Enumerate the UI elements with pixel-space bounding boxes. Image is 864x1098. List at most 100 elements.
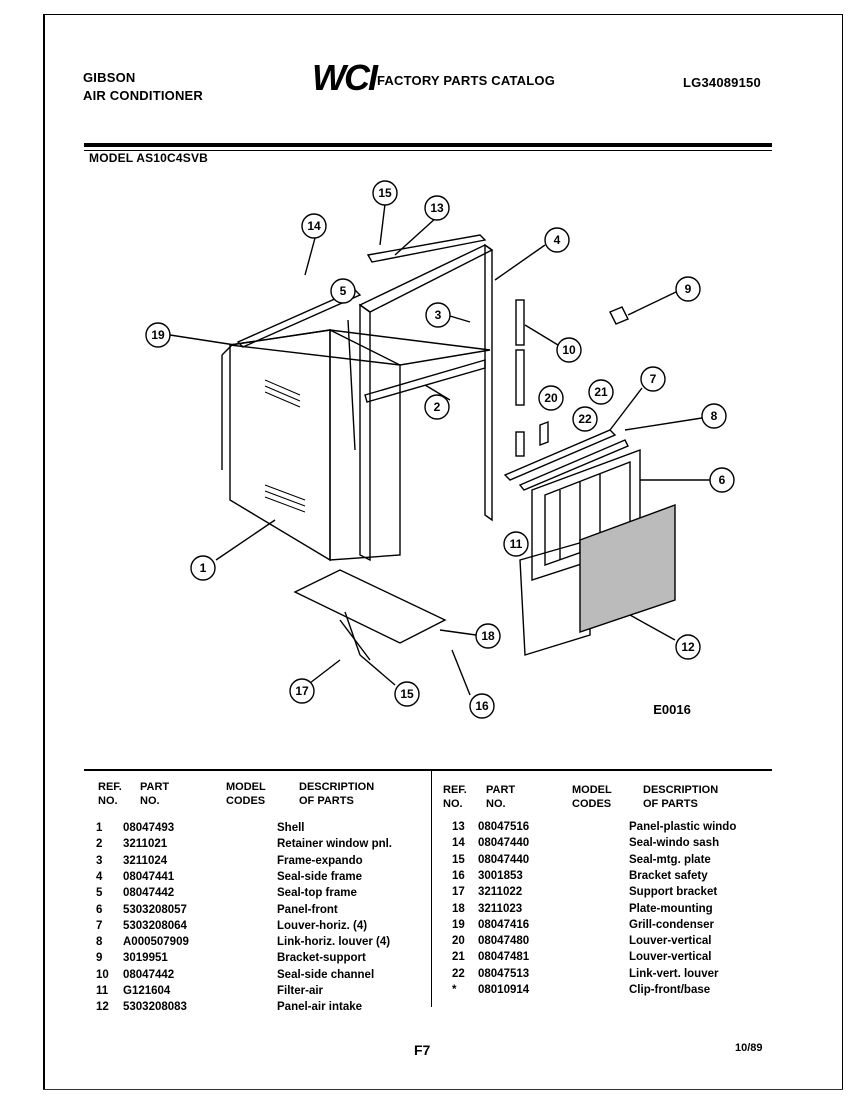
right-ref-cell: 20 xyxy=(452,935,465,948)
callout-1: 1 xyxy=(200,561,207,575)
left-ref-cell: 1 xyxy=(96,822,103,834)
callout-22: 22 xyxy=(578,412,592,426)
page-border-left xyxy=(43,14,45,1089)
catalog-title: FACTORY PARTS CATALOG xyxy=(377,73,556,88)
page-border-top xyxy=(43,14,843,15)
right-ref-cell: 21 xyxy=(452,951,465,964)
left-desc-cell: Seal-top frame xyxy=(277,887,357,900)
right-desc-cell: Louver-vertical xyxy=(629,951,712,964)
brand-line-1: GIBSON xyxy=(83,70,136,85)
right-part-cell: 08047513 xyxy=(478,967,530,980)
callout-16: 16 xyxy=(475,699,489,713)
exploded-parts-diagram: 1 2 3 4 5 6 7 8 9 10 11 12 13 14 15 15 1… xyxy=(145,180,735,719)
catalog-number: LG34089150 xyxy=(683,75,761,90)
hdr-part-2: NO. xyxy=(140,795,160,807)
brand-line-2: AIR CONDITIONER xyxy=(83,88,203,103)
table-top-rule xyxy=(84,769,772,771)
left-part-cell: G121604 xyxy=(123,985,171,997)
right-ref-cell: * xyxy=(452,984,457,996)
left-ref-cell: 12 xyxy=(96,1001,109,1014)
callout-10: 10 xyxy=(562,343,576,357)
right-part-cell: 08047480 xyxy=(478,935,530,948)
callout-7: 7 xyxy=(650,372,657,386)
right-part-cell: 08047416 xyxy=(478,918,530,931)
hdr-ref-1-right: REF. xyxy=(443,784,467,796)
left-desc-cell: Frame-expando xyxy=(277,854,363,867)
callout-3: 3 xyxy=(435,308,442,322)
left-ref-cell: 9 xyxy=(96,952,103,965)
left-ref-cell: 3 xyxy=(96,854,103,867)
hdr-model-1: MODEL xyxy=(226,781,266,793)
right-ref-cell: 22 xyxy=(452,967,465,980)
left-desc-cell: Bracket-support xyxy=(277,952,366,965)
callout-17: 17 xyxy=(295,684,309,698)
left-desc-cell: Shell xyxy=(277,822,305,834)
page-border-bottom xyxy=(43,1089,843,1090)
right-part-cell: 08047440 xyxy=(478,853,530,866)
right-desc-cell: Bracket safety xyxy=(629,869,708,882)
right-desc-cell: Louver-vertical xyxy=(629,935,712,948)
callout-4: 4 xyxy=(554,233,561,247)
left-desc-cell: Louver-horiz. (4) xyxy=(277,919,368,932)
hdr-desc-2-right: OF PARTS xyxy=(643,798,698,810)
left-ref-cell: 4 xyxy=(96,870,103,883)
header-rule xyxy=(84,143,772,147)
left-ref-cell: 10 xyxy=(96,968,109,981)
right-part-cell: 08010914 xyxy=(478,984,530,996)
left-part-cell: 5303208064 xyxy=(123,919,187,932)
callout-13: 13 xyxy=(430,201,444,215)
right-desc-cell: Clip-front/base xyxy=(629,984,711,996)
left-ref-cell: 2 xyxy=(96,838,103,851)
right-part-cell: 08047440 xyxy=(478,837,530,850)
model-label: MODEL AS10C4SVB xyxy=(89,151,209,165)
callout-21: 21 xyxy=(594,385,608,399)
right-ref-cell: 17 xyxy=(452,886,465,899)
callout-12: 12 xyxy=(681,640,695,654)
left-ref-cell: 5 xyxy=(96,887,103,900)
hdr-model-2-right: CODES xyxy=(572,798,612,810)
left-part-cell: 3211021 xyxy=(123,838,168,851)
left-ref-cell: 7 xyxy=(96,919,103,932)
right-part-cell: 08047481 xyxy=(478,951,530,964)
right-part-cell: 3211023 xyxy=(478,902,523,915)
hdr-ref-2-right: NO. xyxy=(443,798,463,810)
callout-14: 14 xyxy=(307,219,321,233)
left-desc-cell: Seal-side channel xyxy=(277,968,375,981)
left-part-cell: 08047442 xyxy=(123,887,175,900)
header-rule-thin xyxy=(84,150,772,151)
callout-6: 6 xyxy=(719,473,726,487)
left-part-cell: 3211024 xyxy=(123,854,168,867)
callout-20: 20 xyxy=(544,391,558,405)
right-desc-cell: Seal-windo sash xyxy=(629,837,720,850)
left-part-cell: 08047493 xyxy=(123,822,175,834)
right-part-cell: 3001853 xyxy=(478,869,523,882)
callout-8: 8 xyxy=(711,409,718,423)
right-ref-cell: 14 xyxy=(452,837,465,850)
left-part-cell: A000507909 xyxy=(123,936,189,949)
right-ref-cell: 18 xyxy=(452,902,465,915)
hdr-part-2-right: NO. xyxy=(486,798,506,810)
hdr-part-1-right: PART xyxy=(486,784,516,796)
left-desc-cell: Link-horiz. louver (4) xyxy=(277,936,391,949)
hdr-model-1-right: MODEL xyxy=(572,784,612,796)
callout-5: 5 xyxy=(340,284,347,298)
left-part-cell: 08047442 xyxy=(123,968,175,981)
callout-15-bottom: 15 xyxy=(400,687,414,701)
left-desc-cell: Retainer window pnl. xyxy=(277,838,393,851)
callout-11: 11 xyxy=(510,537,523,551)
right-part-cell: 3211022 xyxy=(478,886,523,899)
left-ref-cell: 6 xyxy=(96,903,103,916)
hdr-desc-1-right: DESCRIPTION xyxy=(643,784,719,796)
callout-18: 18 xyxy=(481,629,495,643)
print-date: 10/89 xyxy=(735,1042,763,1054)
hdr-desc-1: DESCRIPTION xyxy=(299,781,375,793)
hdr-part-1: PART xyxy=(140,781,170,793)
page-border-right xyxy=(842,14,843,1089)
right-desc-cell: Panel-plastic windo xyxy=(629,821,737,833)
right-desc-cell: Plate-mounting xyxy=(629,902,713,915)
right-part-cell: 08047516 xyxy=(478,821,530,833)
left-part-cell: 08047441 xyxy=(123,870,175,883)
right-ref-cell: 19 xyxy=(452,918,465,931)
right-desc-cell: Grill-condenser xyxy=(629,918,714,931)
